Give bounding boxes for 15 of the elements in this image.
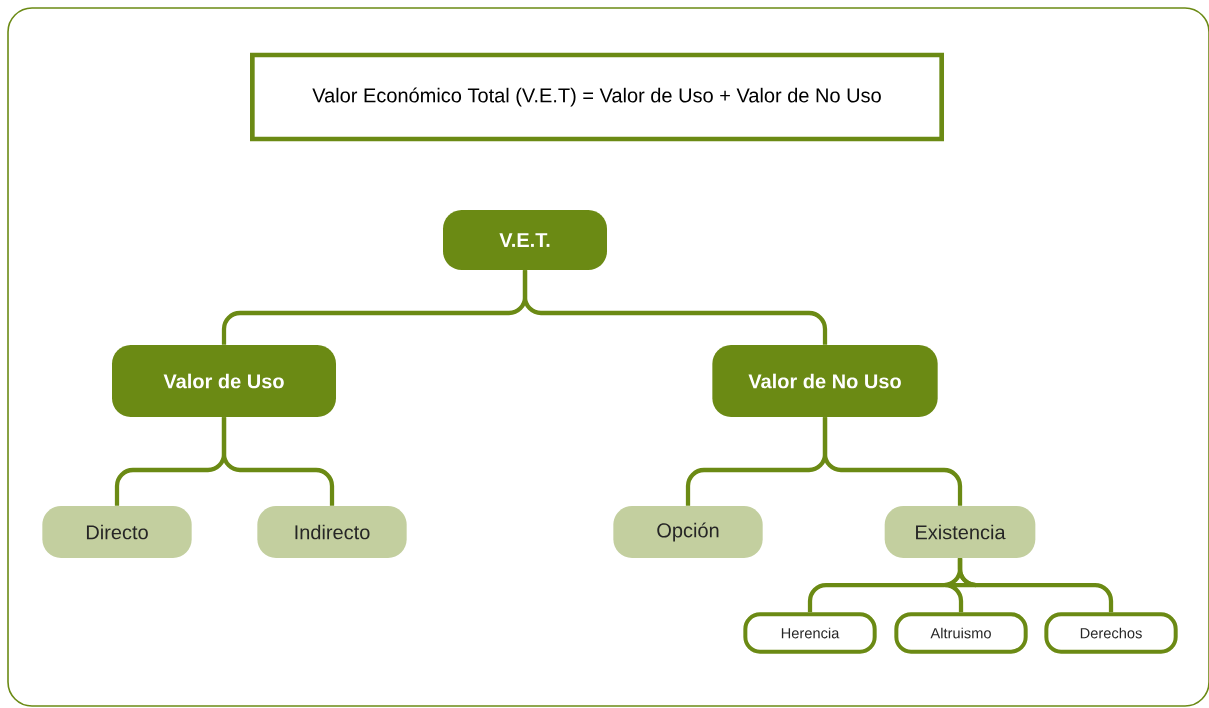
leaf-box: Opción bbox=[613, 506, 763, 558]
category-box: Valor de Uso bbox=[112, 345, 336, 417]
connector-line bbox=[957, 558, 1114, 613]
sub-box: Herencia bbox=[743, 612, 877, 654]
formula-box: Valor Económico Total (V.E.T) = Valor de Uso + Valor de No Uso bbox=[250, 52, 944, 142]
leaf-box: Indirecto bbox=[257, 506, 407, 558]
root-box: V.E.T. bbox=[443, 210, 607, 270]
leaf-box: Directo bbox=[42, 506, 192, 558]
sub-box: Altruismo bbox=[894, 612, 1028, 654]
leaf-box: Existencia bbox=[884, 506, 1036, 558]
connector-line bbox=[221, 417, 335, 506]
sub-box: Derechos bbox=[1044, 612, 1178, 654]
connector-line bbox=[822, 417, 963, 506]
category-box: Valor de No Uso bbox=[712, 345, 938, 417]
connector-line bbox=[522, 270, 828, 345]
